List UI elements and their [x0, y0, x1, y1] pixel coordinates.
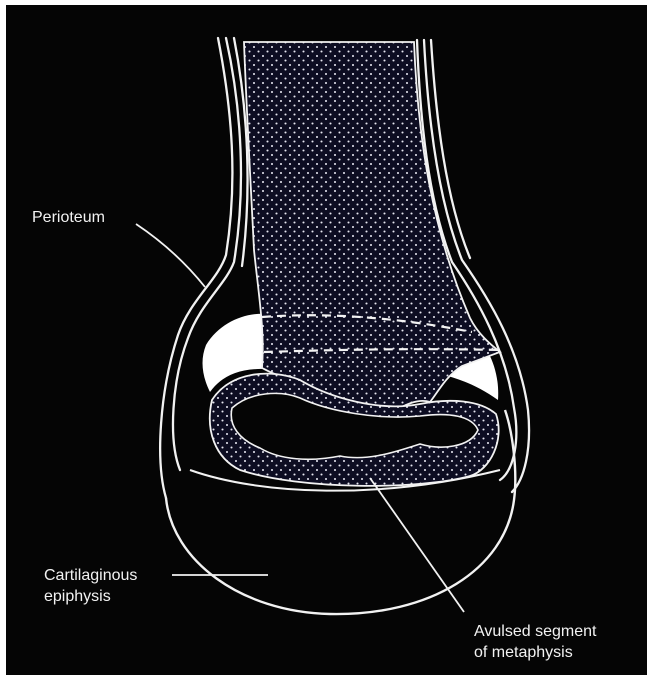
cartilaginous-label-line1: Cartilaginous [44, 565, 137, 586]
cartilaginous-label-line2: epiphysis [44, 586, 111, 607]
metaphysis-shaft [244, 42, 500, 413]
avulsed-label-line1: Avulsed segment [474, 621, 596, 642]
avulsed-leader [370, 478, 464, 612]
periosteum-label: Perioteum [32, 207, 105, 228]
periosteum-leader [136, 224, 205, 287]
avulsed-label-line2: of metaphysis [474, 642, 573, 663]
